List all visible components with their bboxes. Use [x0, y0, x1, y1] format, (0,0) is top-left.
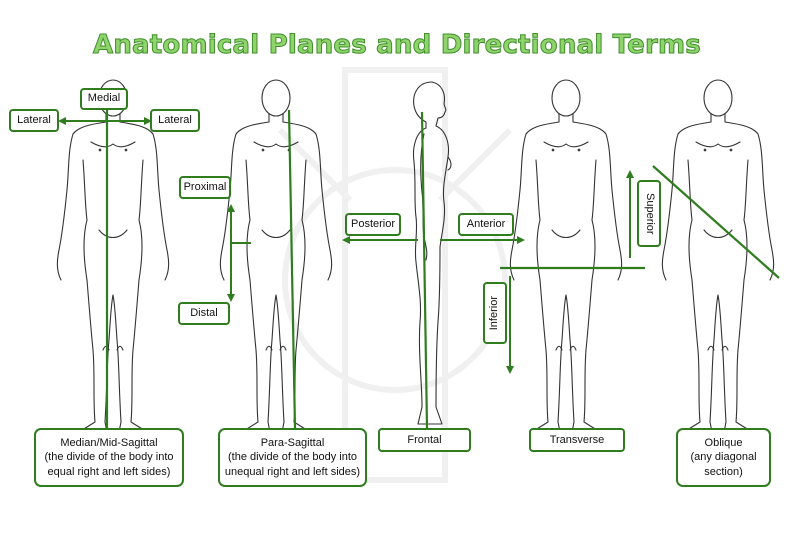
figure-median: [56, 79, 170, 433]
caption-median-desc-2: equal right and left sides): [47, 465, 171, 478]
caption-parasagittal-desc-1: (the divide of the body into: [227, 451, 358, 464]
oblique-plane-line: [652, 165, 780, 279]
caption-parasagittal: Para-Sagittal (the divide of the body in…: [218, 428, 367, 487]
parasagittal-plane-line: [287, 109, 297, 429]
lateral-right-label: Lateral: [150, 109, 200, 132]
distal-label: Distal: [178, 302, 230, 325]
figure-oblique: [661, 79, 775, 433]
caption-frontal-title: Frontal: [407, 433, 442, 446]
caption-parasagittal-desc-2: unequal right and left sides): [224, 465, 361, 478]
caption-median: Median/Mid-Sagittal (the divide of the b…: [34, 428, 184, 487]
superior-label-text: Superior: [643, 192, 656, 235]
page-title: Anatomical Planes and Directional Terms: [93, 30, 702, 61]
caption-oblique: Oblique (any diagonal section): [676, 428, 771, 487]
caption-oblique-title: Oblique: [704, 437, 743, 450]
figure-transverse: [509, 79, 623, 433]
inferior-label: Inferior: [483, 282, 507, 344]
watermark: [277, 67, 513, 483]
medial-label: Medial: [80, 88, 128, 110]
lateral-left-label: Lateral: [9, 109, 59, 132]
caption-median-desc-1: (the divide of the body into: [44, 451, 174, 464]
proximal-label: Proximal: [179, 176, 231, 199]
caption-median-title: Median/Mid-Sagittal: [60, 437, 158, 450]
caption-oblique-desc-2: section): [704, 465, 743, 478]
caption-transverse-title: Transverse: [549, 433, 605, 446]
inferior-label-text: Inferior: [488, 295, 501, 331]
caption-frontal: Frontal: [378, 428, 471, 452]
superior-label: Superior: [637, 180, 661, 247]
caption-parasagittal-title: Para-Sagittal: [260, 437, 325, 450]
frontal-plane-line: [420, 111, 429, 429]
caption-oblique-desc-1: (any diagonal: [690, 451, 757, 464]
anterior-label: Anterior: [458, 213, 514, 236]
figure-parasagittal: [219, 79, 333, 433]
posterior-label: Posterior: [345, 213, 401, 236]
caption-transverse: Transverse: [529, 428, 625, 452]
